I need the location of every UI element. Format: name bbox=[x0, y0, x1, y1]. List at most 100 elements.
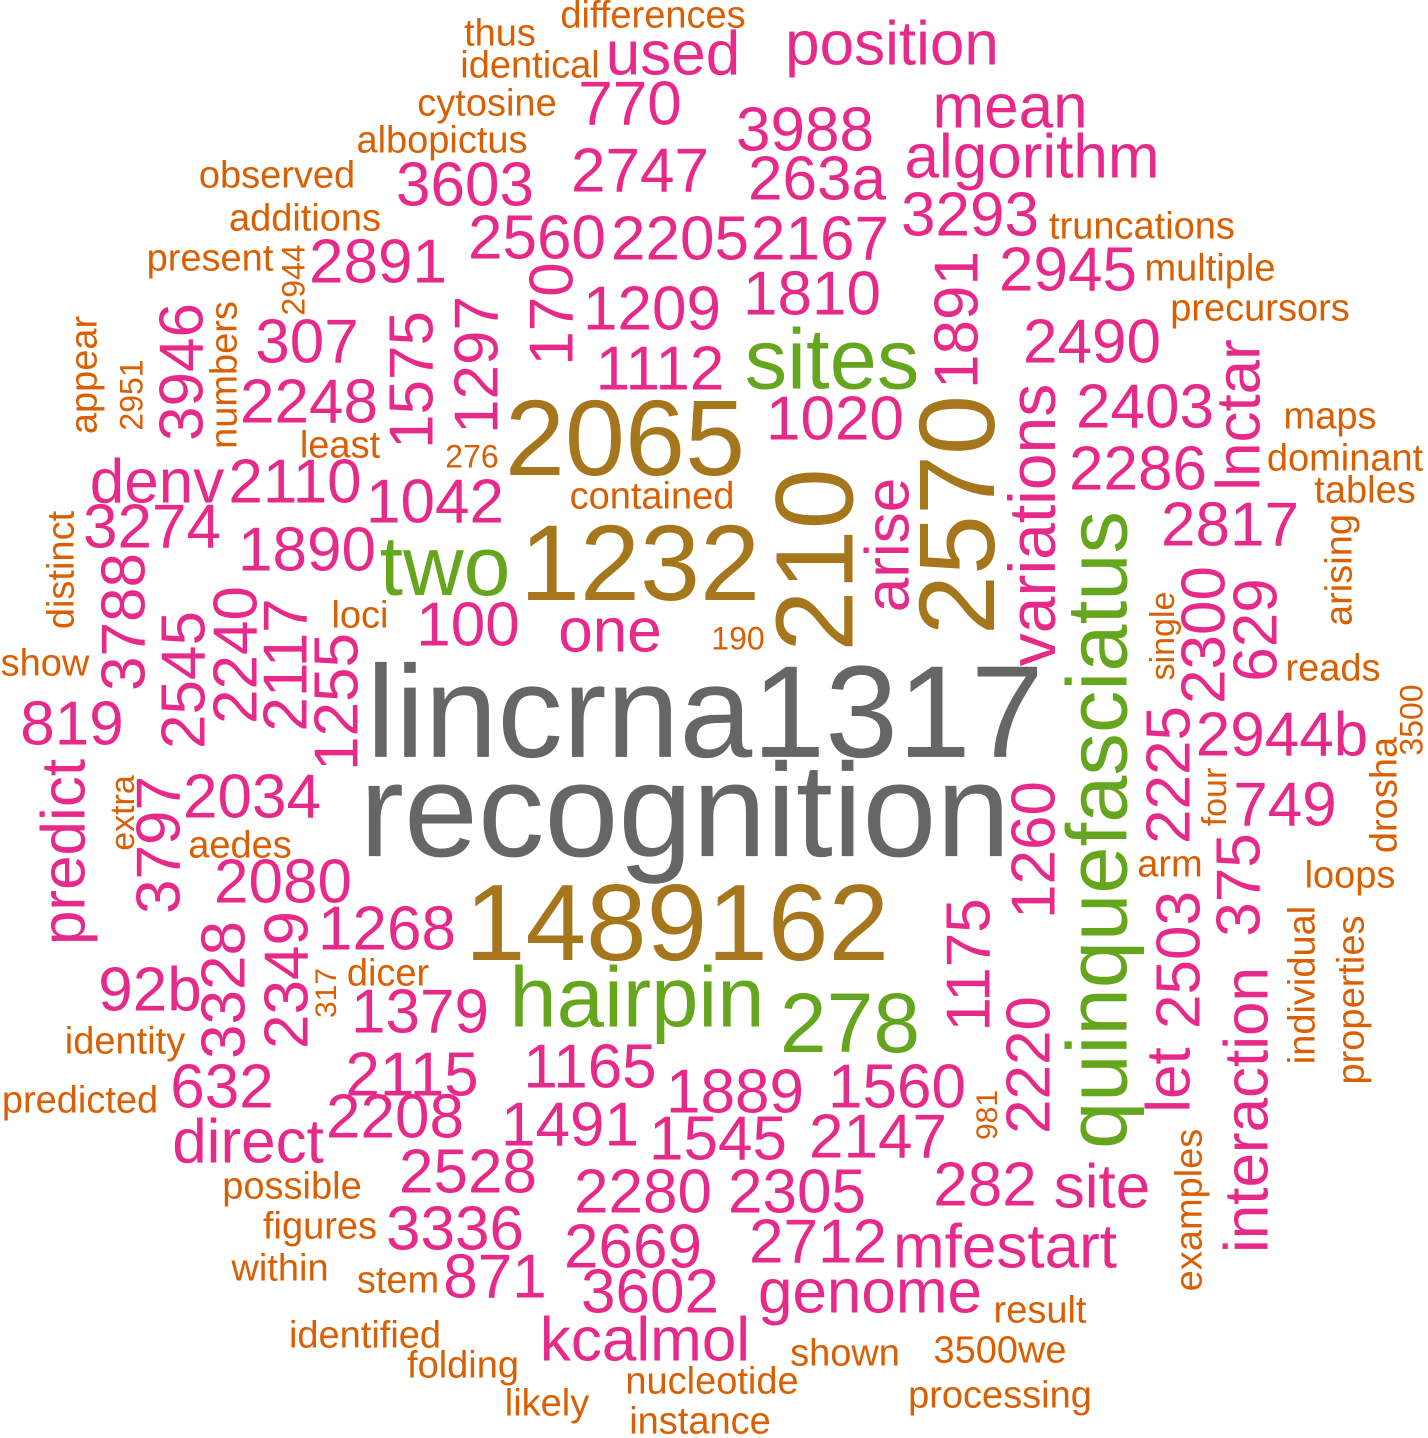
word-2205: 2205 bbox=[611, 204, 749, 274]
word-1112: 1112 bbox=[595, 334, 725, 404]
word-four: four bbox=[1195, 767, 1234, 827]
word-direct: direct bbox=[172, 1107, 324, 1177]
word-2167: 2167 bbox=[751, 204, 889, 274]
word-170: 170 bbox=[517, 262, 587, 366]
word-dicer: dicer bbox=[346, 952, 430, 995]
word-2147: 2147 bbox=[809, 1102, 947, 1172]
word-2225: 2225 bbox=[1134, 706, 1204, 844]
word-1165: 1165 bbox=[523, 1032, 657, 1102]
word-2305: 2305 bbox=[728, 1157, 866, 1227]
word-differences: differences bbox=[560, 0, 746, 37]
word-interaction: interaction bbox=[1212, 966, 1282, 1254]
word-predict: predict bbox=[29, 758, 99, 946]
word-1545: 1545 bbox=[649, 1104, 787, 1174]
word-reads: reads bbox=[1285, 647, 1381, 690]
word-likely: likely bbox=[504, 1382, 590, 1425]
word-mfestart: mfestart bbox=[893, 1212, 1117, 1282]
word-identity: identity bbox=[64, 1020, 186, 1063]
word-appear: appear bbox=[63, 315, 106, 435]
word-2286: 2286 bbox=[1069, 434, 1207, 504]
word-92b: 92b bbox=[98, 955, 202, 1025]
word-819: 819 bbox=[20, 689, 124, 759]
word-1255: 1255 bbox=[302, 633, 372, 771]
word-one: one bbox=[558, 596, 662, 666]
word-2065: 2065 bbox=[504, 377, 746, 499]
word-result: result bbox=[993, 1289, 1087, 1332]
word-2944b: 2944b bbox=[1195, 700, 1369, 770]
word-263a: 263a bbox=[748, 144, 886, 214]
word-2110: 2110 bbox=[228, 447, 362, 517]
word-distinct: distinct bbox=[40, 510, 83, 630]
word-2034: 2034 bbox=[183, 762, 321, 832]
word-282: 282 bbox=[933, 1150, 1037, 1220]
word-1297: 1297 bbox=[442, 296, 512, 434]
word-dominant: dominant bbox=[1266, 437, 1424, 480]
word-100: 100 bbox=[416, 590, 520, 660]
word-2208: 2208 bbox=[326, 1082, 464, 1152]
word-properties: properties bbox=[1330, 915, 1373, 1085]
word-2945: 2945 bbox=[999, 235, 1137, 305]
word-loops: loops bbox=[1304, 854, 1396, 897]
word-1379: 1379 bbox=[351, 977, 489, 1047]
word-2220: 2220 bbox=[994, 996, 1064, 1134]
word-present: present bbox=[146, 237, 274, 280]
word-nucleotide: nucleotide bbox=[625, 1360, 799, 1403]
word-871: 871 bbox=[443, 1242, 547, 1312]
word-single: single bbox=[1143, 591, 1182, 681]
word-algorithm: algorithm bbox=[904, 122, 1160, 192]
word-multiple: multiple bbox=[1144, 247, 1276, 290]
word-1260: 1260 bbox=[999, 781, 1069, 919]
word-3988: 3988 bbox=[736, 95, 874, 165]
word-276: 276 bbox=[445, 438, 499, 475]
word-loci: loci bbox=[331, 594, 389, 637]
word-2944: 2944 bbox=[275, 244, 312, 316]
word-1042: 1042 bbox=[366, 467, 504, 537]
word-maps: maps bbox=[1283, 395, 1377, 438]
word-2503: 2503 bbox=[1144, 891, 1214, 1029]
word-stem: stem bbox=[356, 1259, 440, 1302]
word-quinquefasciatus: quinquefasciatus bbox=[1050, 511, 1146, 1149]
word-375: 375 bbox=[1204, 833, 1274, 937]
word-1209: 1209 bbox=[583, 274, 721, 344]
word-3336: 3336 bbox=[386, 1194, 524, 1264]
word-albopictus: albopictus bbox=[356, 119, 528, 162]
word-2280: 2280 bbox=[574, 1157, 712, 1227]
word-show: show bbox=[0, 642, 90, 685]
word-2669: 2669 bbox=[564, 1212, 702, 1282]
word-shown: shown bbox=[790, 1332, 900, 1375]
word-examples: examples bbox=[1168, 1128, 1211, 1292]
word-hairpin: hairpin bbox=[509, 950, 765, 1046]
word-truncations: truncations bbox=[1049, 205, 1235, 248]
word-contained: contained bbox=[569, 475, 735, 518]
word-2248: 2248 bbox=[240, 367, 378, 437]
word-3274: 3274 bbox=[83, 492, 221, 562]
word-aedes: aedes bbox=[188, 824, 292, 867]
word-least: least bbox=[299, 424, 381, 467]
word-2951: 2951 bbox=[113, 359, 150, 431]
word-1489162: 1489162 bbox=[464, 861, 890, 984]
word-possible: possible bbox=[222, 1165, 362, 1208]
word-1232: 1232 bbox=[519, 502, 761, 624]
word-2349: 2349 bbox=[252, 911, 322, 1049]
word-lincrna1317: lincrna1317 bbox=[366, 637, 1044, 785]
word-kcalmol: kcalmol bbox=[539, 1305, 751, 1375]
word-additions: additions bbox=[228, 197, 382, 240]
word-2528: 2528 bbox=[399, 1137, 537, 1207]
word-identical: identical bbox=[460, 44, 600, 87]
word-observed: observed bbox=[198, 154, 356, 197]
word-1268: 1268 bbox=[318, 894, 456, 964]
word-1560: 1560 bbox=[828, 1052, 966, 1122]
word-190: 190 bbox=[711, 620, 765, 657]
word-632: 632 bbox=[170, 1052, 274, 1122]
word-317: 317 bbox=[310, 967, 344, 1019]
word-3500we: 3500we bbox=[933, 1329, 1067, 1372]
word-2490: 2490 bbox=[1023, 307, 1161, 377]
word-2747: 2747 bbox=[571, 136, 709, 206]
word-thus: thus bbox=[464, 12, 536, 55]
word-2560: 2560 bbox=[468, 203, 606, 273]
word-2545: 2545 bbox=[149, 611, 219, 749]
word-1889: 1889 bbox=[666, 1057, 804, 1127]
word-sites: sites bbox=[744, 312, 920, 408]
word-1575: 1575 bbox=[377, 311, 447, 449]
